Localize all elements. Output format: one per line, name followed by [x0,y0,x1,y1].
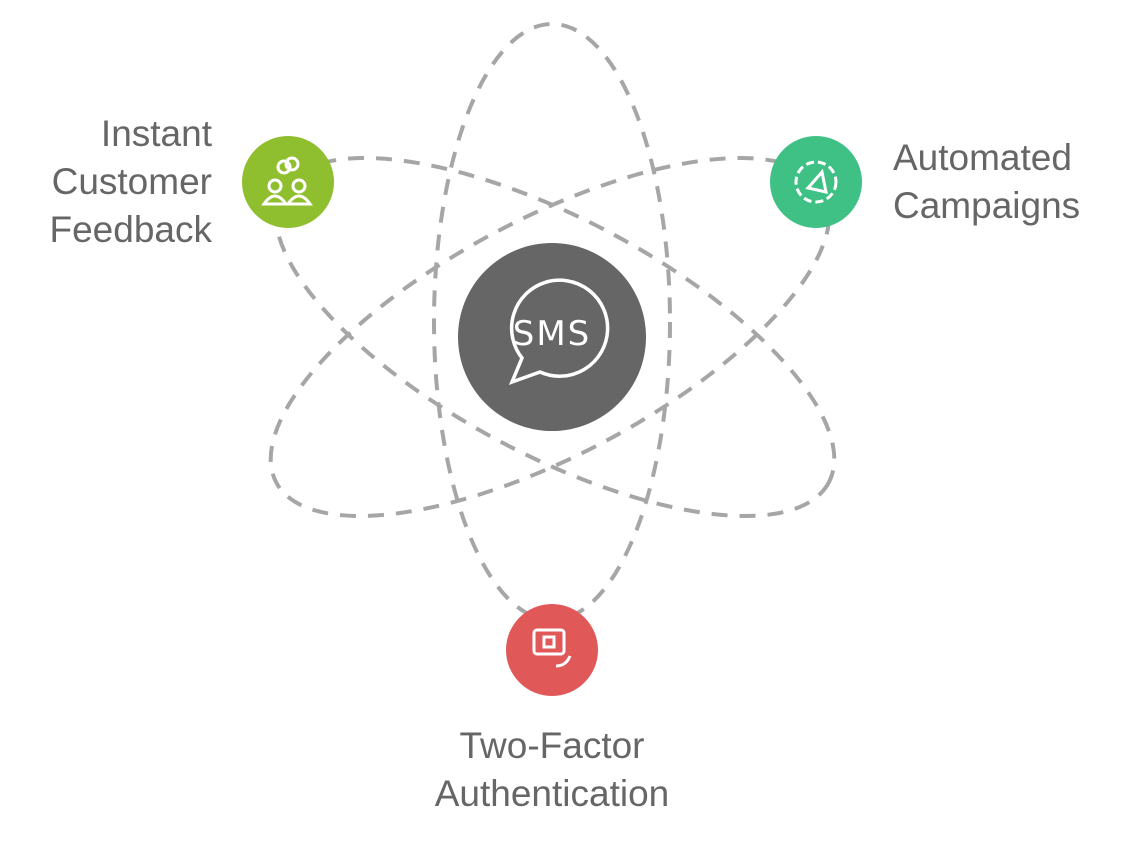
node-two-factor-authentication [506,604,598,696]
label-line: Feedback [49,209,213,250]
label-two-factor-authentication: Two-Factor Authentication [352,722,752,818]
center-node: SMS [458,243,646,431]
node-instant-customer-feedback [242,136,334,228]
sms-chat-bubble-icon: SMS [508,278,610,385]
megaphone-gear-icon [794,160,838,204]
center-label: SMS [513,314,592,354]
label-line: Authentication [434,773,670,814]
label-line: Instant [100,113,212,154]
label-line: Automated [893,137,1072,178]
label-line: Two-Factor [459,725,645,766]
customer-feedback-people-icon [261,156,313,206]
secure-device-phone-icon [532,628,572,668]
label-instant-customer-feedback: Instant Customer Feedback [50,110,213,254]
label-automated-campaigns: Automated Campaigns [893,134,1080,230]
label-line: Campaigns [893,185,1081,226]
node-automated-campaigns [770,136,862,228]
label-line: Customer [51,161,212,202]
